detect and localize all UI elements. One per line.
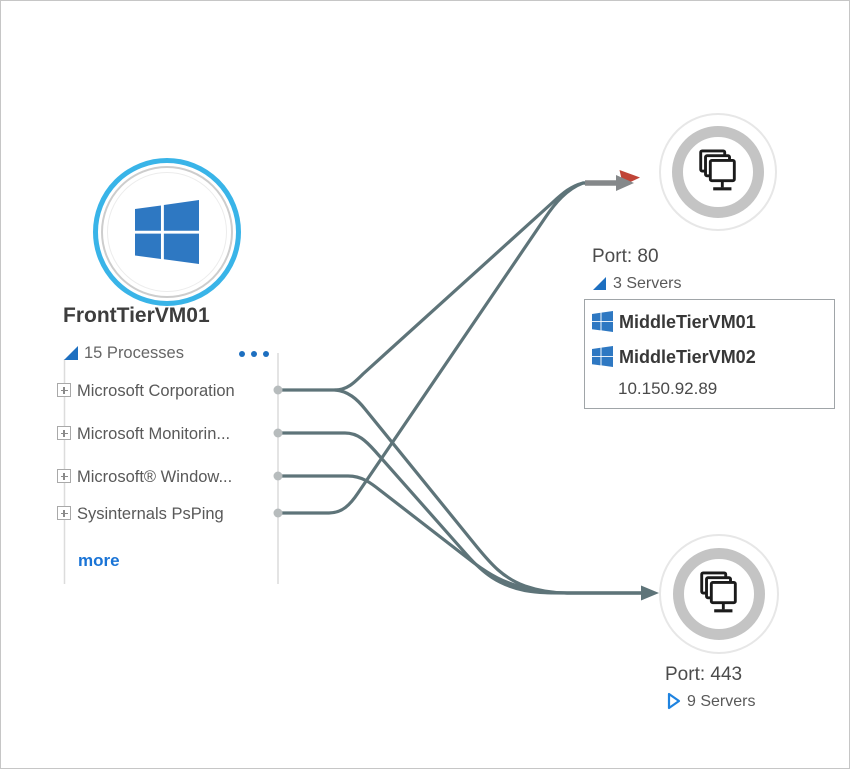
server-name: MiddleTierVM01 (619, 312, 756, 332)
process-label: Microsoft® Window... (77, 468, 233, 486)
node-ring (673, 548, 765, 640)
process-label: Microsoft Monitorin... (77, 425, 231, 443)
edge-process3-to-port443[interactable] (276, 474, 644, 595)
process-count-label: 15 Processes (84, 344, 184, 362)
machine-stack-icon (699, 149, 736, 191)
expanded-triangle-icon (593, 277, 606, 290)
process-row-microsoft-windows[interactable]: Microsoft® Window... (57, 466, 279, 486)
expand-plus-icon[interactable] (57, 426, 71, 440)
edge-process4-to-port80[interactable] (276, 181, 590, 515)
process-row-sysinternals-psping[interactable]: Sysinternals PsPing (57, 503, 279, 523)
server-row-middletiervm01[interactable]: MiddleTierVM01 (585, 311, 834, 335)
expand-plus-icon[interactable] (57, 506, 71, 520)
endpoint-dot (273, 508, 283, 518)
collapsed-triangle-icon (667, 692, 681, 710)
port80-server-list-popup: MiddleTierVM01 MiddleTierVM02 10.150.92.… (584, 299, 835, 409)
windows-logo-icon (592, 311, 613, 332)
windows-logo-icon (592, 346, 613, 367)
ellipsis-icon[interactable] (239, 350, 273, 358)
endpoint-dot (273, 428, 283, 438)
node-fronttiervm01[interactable] (93, 158, 241, 306)
server-row-middletiervm02[interactable]: MiddleTierVM02 (585, 346, 834, 370)
edge-process1-to-port80[interactable] (276, 181, 590, 392)
server-ip-address[interactable]: 10.150.92.89 (618, 379, 718, 398)
expanded-triangle-icon (64, 346, 78, 360)
node-port443-group[interactable] (659, 534, 779, 654)
node-title: FrontTierVM01 (63, 304, 210, 327)
endpoint-dot (273, 471, 283, 481)
node-ring (101, 166, 233, 298)
node-port80-group[interactable] (659, 113, 777, 231)
windows-logo-icon (135, 200, 199, 264)
process-row-microsoft-monitoring[interactable]: Microsoft Monitorin... (57, 423, 279, 443)
selection-ring (93, 158, 241, 306)
server-count-label: 3 Servers (613, 275, 682, 292)
process-row-microsoft-corporation[interactable]: Microsoft Corporation (57, 380, 279, 400)
port443-arrowhead-icon (641, 585, 659, 601)
machine-stack-icon (700, 571, 737, 613)
expand-plus-icon[interactable] (57, 469, 71, 483)
node-ring-inner (107, 172, 227, 292)
process-label: Sysinternals PsPing (77, 505, 224, 523)
port80-label: Port: 80 (592, 246, 659, 267)
process-label: Microsoft Corporation (77, 382, 235, 400)
port443-label: Port: 443 (665, 664, 743, 685)
port80-arrowhead-icon (616, 175, 634, 191)
endpoint-dot (273, 385, 283, 395)
process-group-header[interactable]: 15 Processes (64, 344, 284, 362)
more-processes-link[interactable]: more (78, 551, 120, 570)
server-name: MiddleTierVM02 (619, 347, 756, 367)
server-count-label: 9 Servers (687, 693, 756, 710)
expand-plus-icon[interactable] (57, 383, 71, 397)
